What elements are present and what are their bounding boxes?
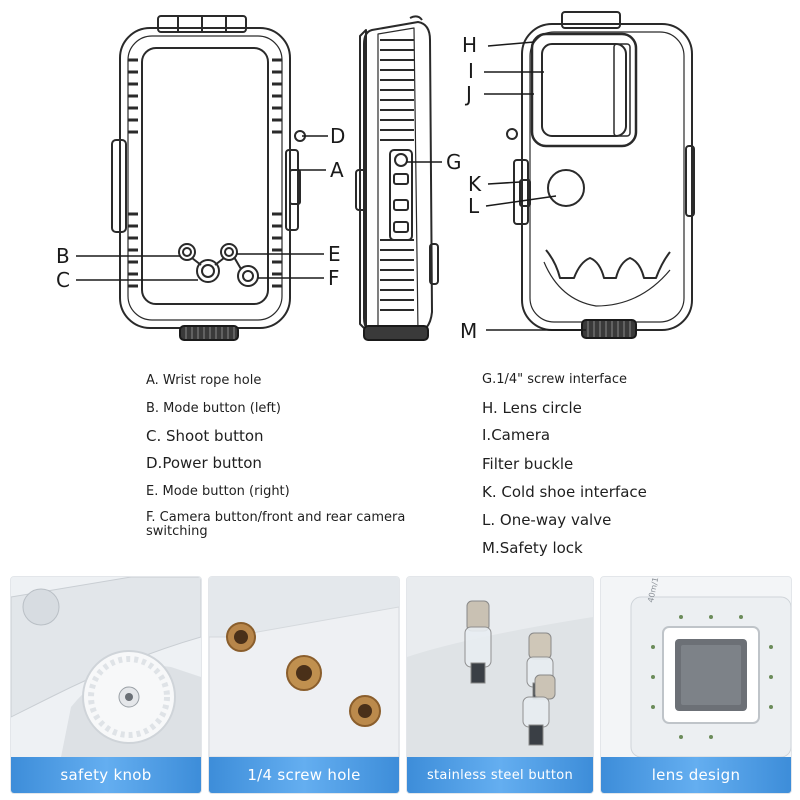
lens-design-image: 40m/130ft (601, 577, 791, 757)
callout-i: I (468, 59, 474, 83)
side-view (355, 15, 439, 341)
caption-bar: lens design (601, 757, 791, 793)
back-view (506, 11, 695, 339)
screw-hole-image (209, 577, 399, 757)
callout-e: E (328, 242, 341, 266)
legend-item-l: L. One-way valve (482, 511, 612, 529)
legend-item-c: C. Shoot button (146, 427, 264, 445)
front-view (111, 15, 306, 341)
legend-item-d: D.Power button (146, 454, 262, 472)
legend-item-b: B. Mode button (left) (146, 401, 281, 416)
housing-diagram: A B C D E F G H I J K L M (56, 11, 695, 343)
legend-item-j: Filter buckle (482, 455, 574, 473)
legend-item-g: G.1/4" screw interface (482, 372, 627, 387)
photo-lens-design: 40m/130ft lens design (600, 576, 792, 794)
legend-item-f: F. Camera button/front and rear camera s… (146, 510, 406, 539)
safety-knob-image (11, 577, 201, 757)
callout-l: L (468, 194, 480, 218)
legend-item-i: I.Camera (482, 426, 551, 444)
caption-bar: safety knob (11, 757, 201, 793)
photo-steel-button: stainless steel button (406, 576, 594, 794)
callout-f: F (328, 266, 340, 290)
steel-button-image (407, 577, 593, 757)
caption-bar: 1/4 screw hole (209, 757, 399, 793)
callout-c: C (56, 268, 70, 292)
callout-b: B (56, 244, 70, 268)
legend-item-k: K. Cold shoe interface (482, 483, 647, 501)
legend-item-m: M.Safety lock (482, 539, 583, 557)
caption-bar: stainless steel button (407, 757, 593, 793)
legend-item-a: A. Wrist rope hole (146, 373, 262, 388)
photo-caption: safety knob (60, 766, 152, 784)
legend-item-h: H. Lens circle (482, 399, 582, 417)
callout-a: A (330, 158, 344, 182)
photo-strip: safety knob 1/4 screw hole (10, 576, 792, 794)
legend-item-e: E. Mode button (right) (146, 484, 290, 499)
callout-d: D (330, 124, 345, 148)
callout-g: G (446, 150, 462, 174)
photo-caption: lens design (651, 766, 741, 784)
callout-k: K (468, 172, 482, 196)
callout-m: M (460, 319, 477, 343)
callout-j: J (464, 82, 472, 106)
photo-safety-knob: safety knob (10, 576, 202, 794)
photo-caption: 1/4 screw hole (247, 766, 361, 784)
callout-h: H (462, 33, 477, 57)
photo-screw-hole: 1/4 screw hole (208, 576, 400, 794)
photo-caption: stainless steel button (426, 767, 574, 783)
